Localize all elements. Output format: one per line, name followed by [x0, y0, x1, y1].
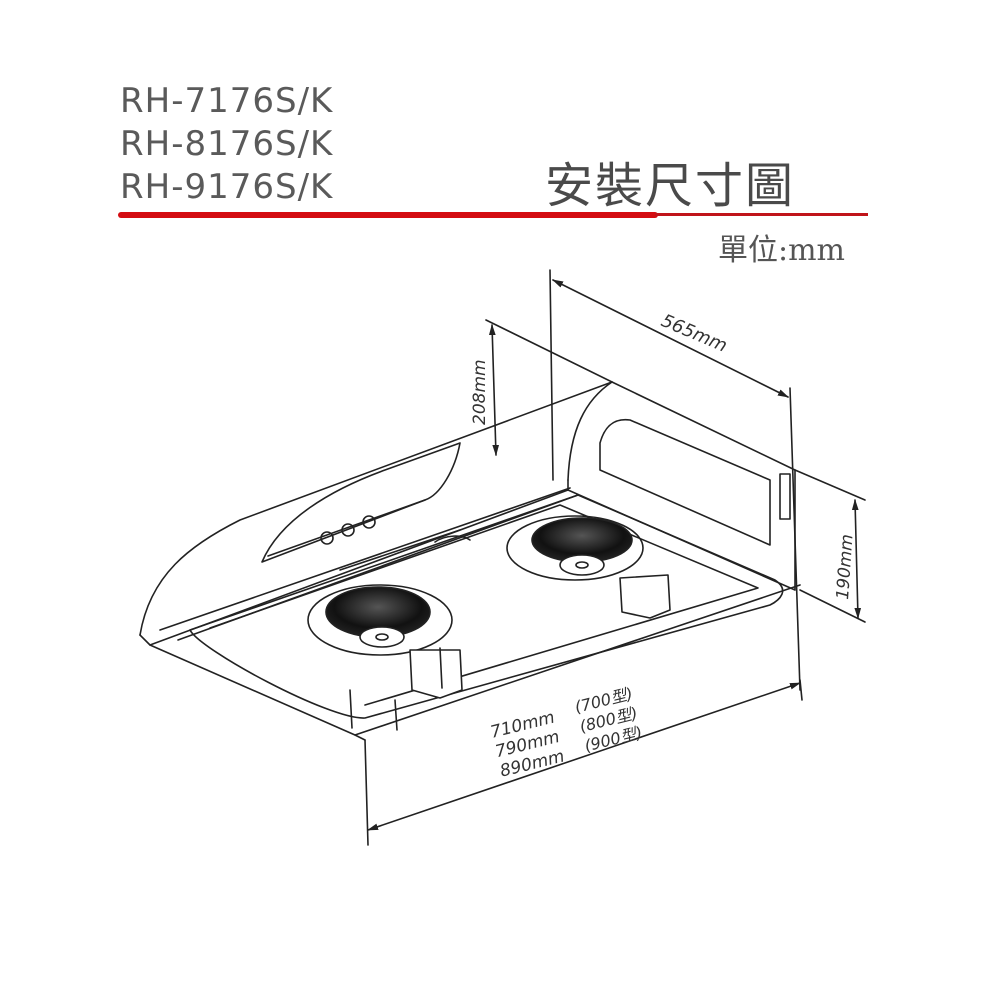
model-number: RH-8176S/K: [120, 124, 334, 164]
model-number: RH-7176S/K: [120, 81, 334, 121]
height-front-label: 208mm: [470, 359, 490, 425]
fan-right-icon: [506, 515, 671, 619]
width-labels: 710mm 790mm 890mm (700型) (800型) (900型): [488, 684, 644, 782]
title-underline-thin: [655, 213, 868, 216]
hood-body: [139, 381, 801, 741]
dimension-height-back: [794, 469, 866, 623]
fan-left-icon: [307, 584, 463, 699]
title-underline-thick: [118, 212, 658, 218]
model-list: RH-7176S/K RH-8176S/K RH-9176S/K: [120, 80, 333, 209]
dimension-height-front: [485, 319, 613, 457]
unit-label: 單位:mm: [718, 233, 846, 268]
model-number: RH-9176S/K: [120, 167, 334, 207]
page-title: 安裝尺寸圖: [545, 158, 796, 214]
height-back-label: 190mm: [833, 534, 858, 601]
dimension-width: [364, 679, 803, 846]
